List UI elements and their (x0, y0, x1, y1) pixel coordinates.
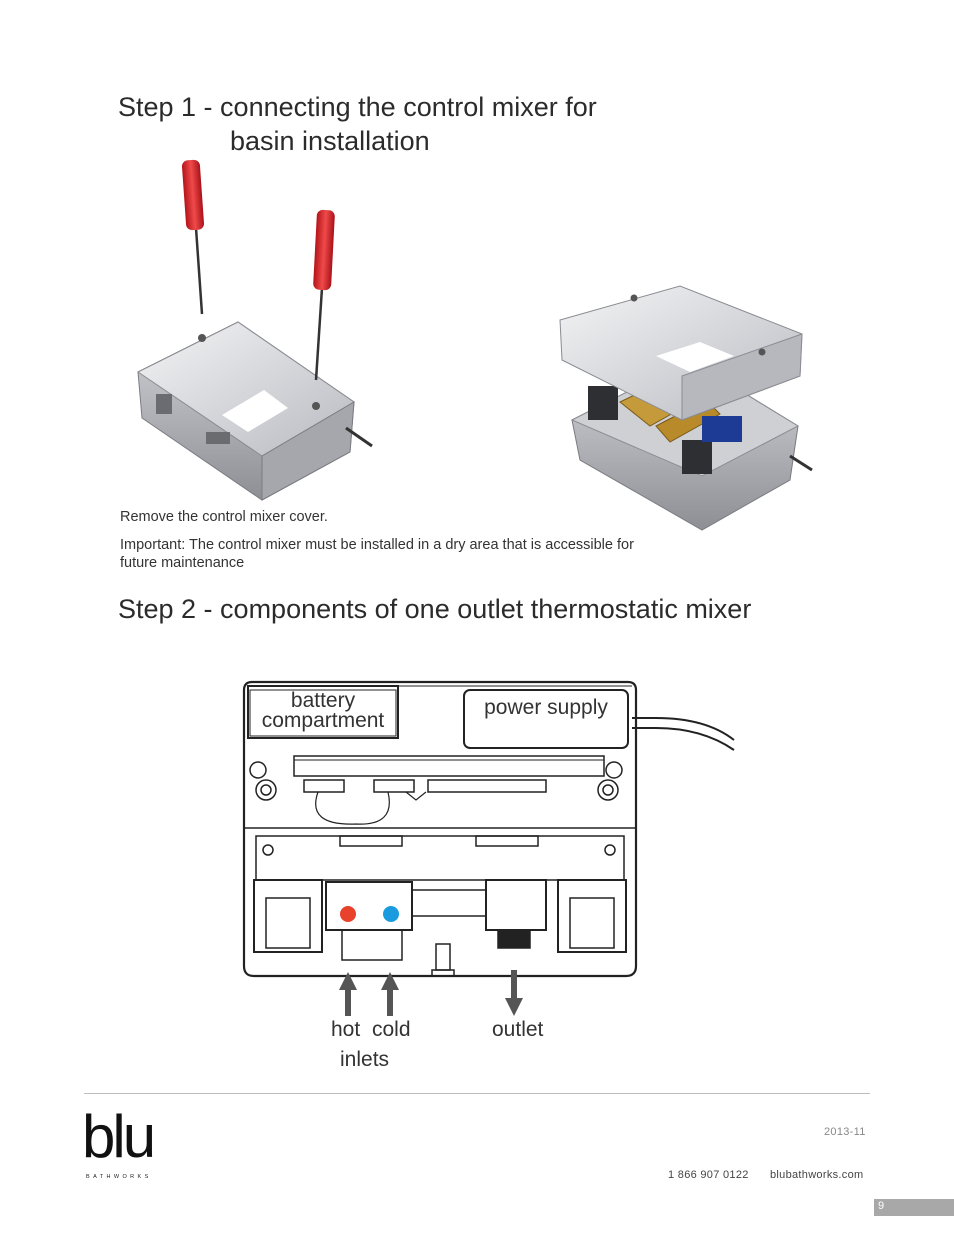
battery-label-line1: battery (290, 689, 356, 712)
battery-compartment-box (247, 685, 399, 739)
website-link[interactable]: blubathworks.com (770, 1169, 864, 1181)
cold-inlet-arrow-icon (381, 972, 399, 1016)
mixer-components-diagram (242, 680, 735, 978)
page-number: 9 (878, 1200, 885, 1212)
footer-divider (84, 1093, 870, 1094)
blu-logo-sub: BATHWORKS (86, 1174, 152, 1180)
hot-inlet-arrow-icon (339, 972, 357, 1016)
hot-label: hot (331, 1018, 361, 1041)
opened-mixer-box (559, 285, 813, 531)
flow-arrows (339, 970, 523, 1016)
step1-caption: Remove the control mixer cover. (120, 509, 328, 525)
screwdriver-1 (181, 159, 205, 315)
power-supply-box (463, 689, 629, 749)
step1-important-line1: Important: The control mixer must be ins… (120, 537, 634, 553)
outlet-label: outlet (492, 1018, 544, 1041)
hot-inlet-marker (340, 906, 356, 922)
cold-inlet-marker (383, 906, 399, 922)
step1-title-line2: basin installation (230, 126, 430, 156)
power-supply-label: power supply (484, 696, 608, 719)
step1-title-line1: Step 1 - connecting the control mixer fo… (118, 92, 597, 122)
page-number-tab: 9 (874, 1199, 954, 1216)
cover-removal-illustration (137, 159, 813, 531)
blu-logo: blu (82, 1103, 156, 1170)
step2-title: Step 2 - components of one outlet thermo… (118, 594, 752, 624)
battery-label-line2: compartment (261, 709, 385, 732)
step1-important-line2: future maintenance (120, 555, 245, 571)
outlet-arrow-icon (505, 970, 523, 1016)
phone-number: 1 866 907 0122 (668, 1169, 749, 1181)
screwdriver-2 (313, 209, 335, 381)
document-date: 2013-11 (824, 1126, 866, 1138)
closed-mixer-box (137, 321, 373, 501)
cold-label: cold (372, 1018, 411, 1041)
inlets-label: inlets (340, 1048, 390, 1071)
